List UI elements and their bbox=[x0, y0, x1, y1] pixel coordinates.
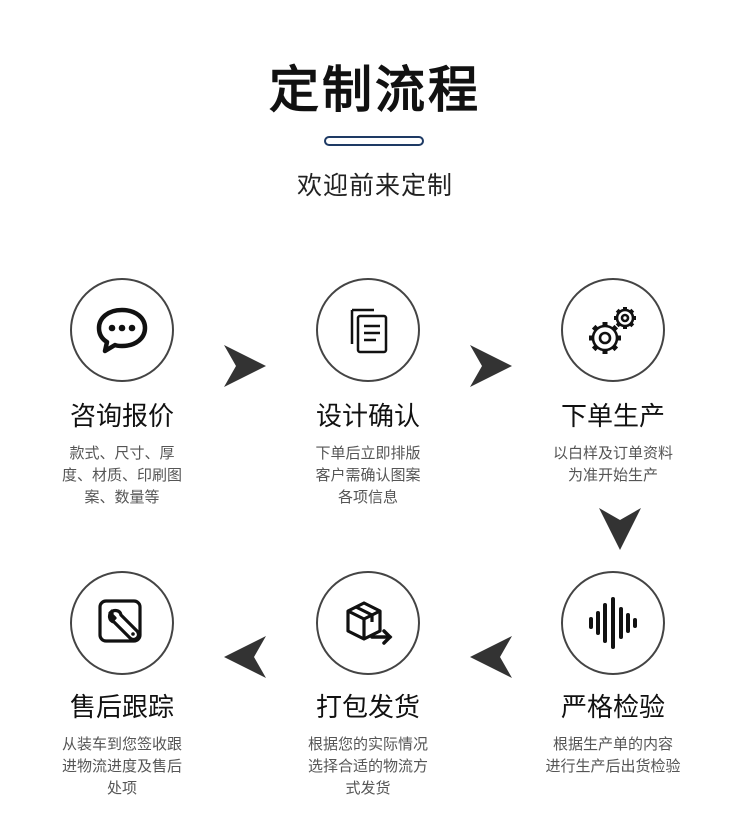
step-design-title: 设计确认 bbox=[315, 402, 420, 432]
step-inspection-desc-text: 根据生产单的内容 进行生产后出货检验 bbox=[545, 735, 681, 775]
step-production-desc: 以白样及订单资料 为准开始生产 bbox=[518, 442, 708, 486]
page-subtitle: 欢迎前来定制 bbox=[296, 171, 453, 200]
arrow-down-icon bbox=[599, 508, 641, 550]
documents-icon bbox=[350, 308, 388, 354]
chat-bubble-icon bbox=[96, 307, 148, 354]
title-underline bbox=[324, 136, 424, 146]
arrow-left-icon bbox=[224, 636, 266, 678]
step-inspection-title: 严格检验 bbox=[560, 693, 665, 723]
step-design-circle bbox=[316, 278, 420, 382]
gears-icon bbox=[589, 307, 636, 354]
step-after-sales-desc: 从装车到您签收跟 进物流进度及售后 处项 bbox=[27, 733, 217, 799]
package-shipping-icon bbox=[346, 601, 393, 645]
step-production-title: 下单生产 bbox=[560, 402, 665, 432]
step-shipping-desc: 根据您的实际情况 选择合适的物流方 式发货 bbox=[273, 733, 463, 799]
step-consult-title: 咨询报价 bbox=[69, 402, 174, 432]
arrow-right-icon bbox=[470, 345, 512, 387]
step-consult-desc: 款式、尺寸、厚 度、材质、印刷图 案、数量等 bbox=[27, 442, 217, 508]
page-title: 定制流程 bbox=[269, 61, 481, 119]
sound-wave-icon bbox=[589, 597, 637, 649]
step-consult-desc-text: 款式、尺寸、厚 度、材质、印刷图 案、数量等 bbox=[61, 444, 182, 506]
step-after-sales-title: 售后跟踪 bbox=[69, 693, 174, 723]
arrow-right-icon bbox=[224, 345, 266, 387]
step-design-desc-text: 下单后立即排版 客户需确认图案 各项信息 bbox=[315, 444, 421, 506]
step-shipping-circle bbox=[316, 571, 420, 675]
step-shipping-desc-text: 根据您的实际情况 选择合适的物流方 式发货 bbox=[307, 735, 428, 797]
step-inspection-desc: 根据生产单的内容 进行生产后出货检验 bbox=[518, 733, 708, 777]
step-shipping-title: 打包发货 bbox=[315, 693, 420, 723]
step-consult-circle bbox=[70, 278, 174, 382]
step-design-desc: 下单后立即排版 客户需确认图案 各项信息 bbox=[273, 442, 463, 508]
step-production-circle bbox=[561, 278, 665, 382]
step-production-desc-text: 以白样及订单资料 为准开始生产 bbox=[552, 444, 673, 484]
wrench-service-icon bbox=[98, 599, 142, 643]
step-after-sales-circle bbox=[70, 571, 174, 675]
step-inspection-circle bbox=[561, 571, 665, 675]
step-after-sales-desc-text: 从装车到您签收跟 进物流进度及售后 处项 bbox=[61, 735, 182, 797]
arrow-left-icon bbox=[470, 636, 512, 678]
